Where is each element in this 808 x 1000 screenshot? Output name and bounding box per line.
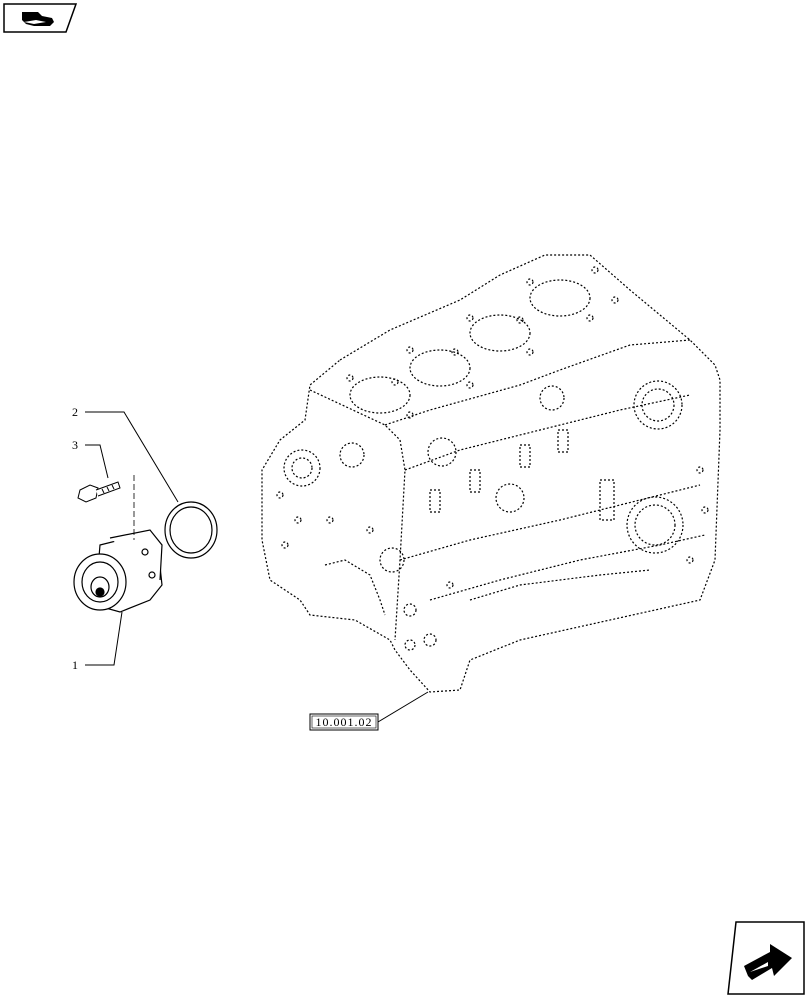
callout-leader-2 <box>85 411 179 503</box>
callout-2-label[interactable]: 2 <box>72 405 78 419</box>
reference-label-box[interactable]: 10.001.02 <box>309 713 379 731</box>
next-page-arrow-icon[interactable] <box>727 921 805 995</box>
gasket-part <box>164 501 218 559</box>
reference-label: 10.001.02 <box>316 715 373 729</box>
reference-leader-line <box>377 691 429 723</box>
callout-leader-1 <box>85 611 123 666</box>
bolt-part <box>77 481 121 503</box>
callout-leader-3 <box>85 444 109 479</box>
callout-3-label[interactable]: 3 <box>72 438 78 452</box>
water-pump-part <box>73 529 163 613</box>
book-page-icon[interactable] <box>3 3 78 33</box>
engine-block-drawing <box>261 254 721 693</box>
callout-1-label[interactable]: 1 <box>72 658 78 672</box>
